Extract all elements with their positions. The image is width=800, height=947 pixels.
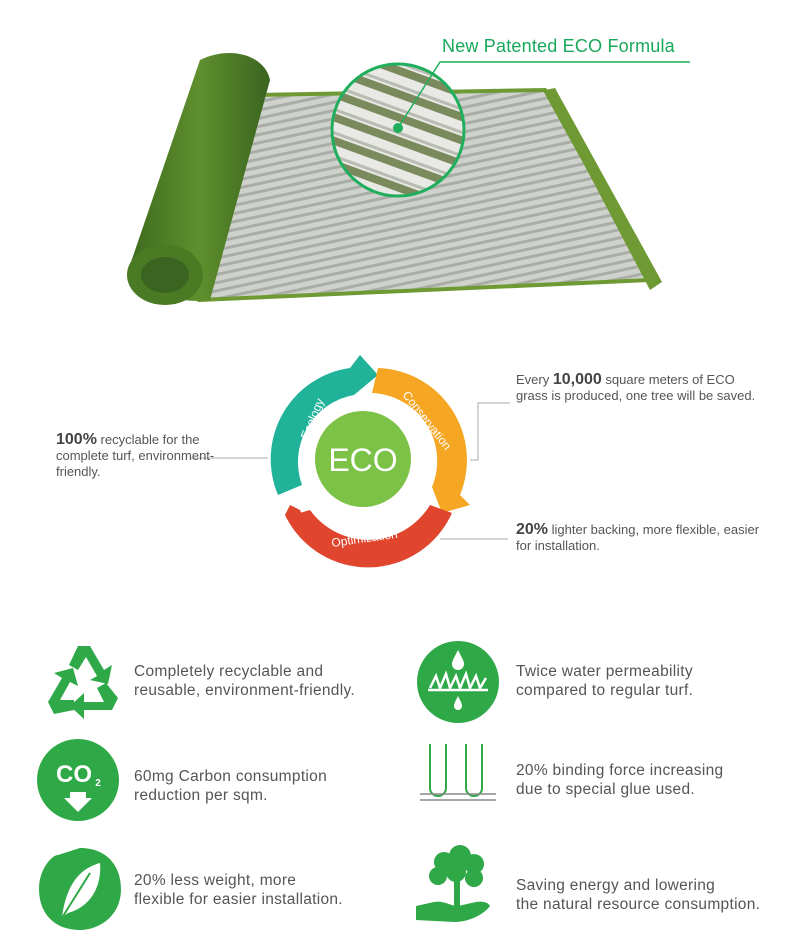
note-lighter-backing: 20% lighter backing, more flexible, easi…: [516, 521, 760, 554]
note-tree-saved: Every 10,000 square meters of ECO grass …: [516, 371, 756, 404]
feather-icon: [39, 848, 121, 930]
eco-center-circle: [315, 411, 411, 507]
tree-in-hand-icon: [416, 845, 490, 922]
recycle-icon: [48, 646, 118, 719]
co2-icon: CO 2: [37, 739, 119, 821]
eco-center-label: ECO: [328, 442, 397, 478]
water-permeability-icon: [417, 641, 499, 723]
eco-cycle-diagram: Ecology Conservation Optimization ECO: [270, 355, 470, 568]
note-recyclable: 100% recyclable for the complete turf, e…: [56, 431, 215, 480]
formula-callout-label: New Patented ECO Formula: [442, 36, 675, 56]
binding-force-icon: [420, 744, 496, 801]
svg-text:CO: CO: [56, 761, 92, 788]
turf-roll-illustration: [127, 52, 690, 305]
svg-text:2: 2: [95, 778, 101, 789]
cycle-connector-lines: [190, 402, 510, 540]
